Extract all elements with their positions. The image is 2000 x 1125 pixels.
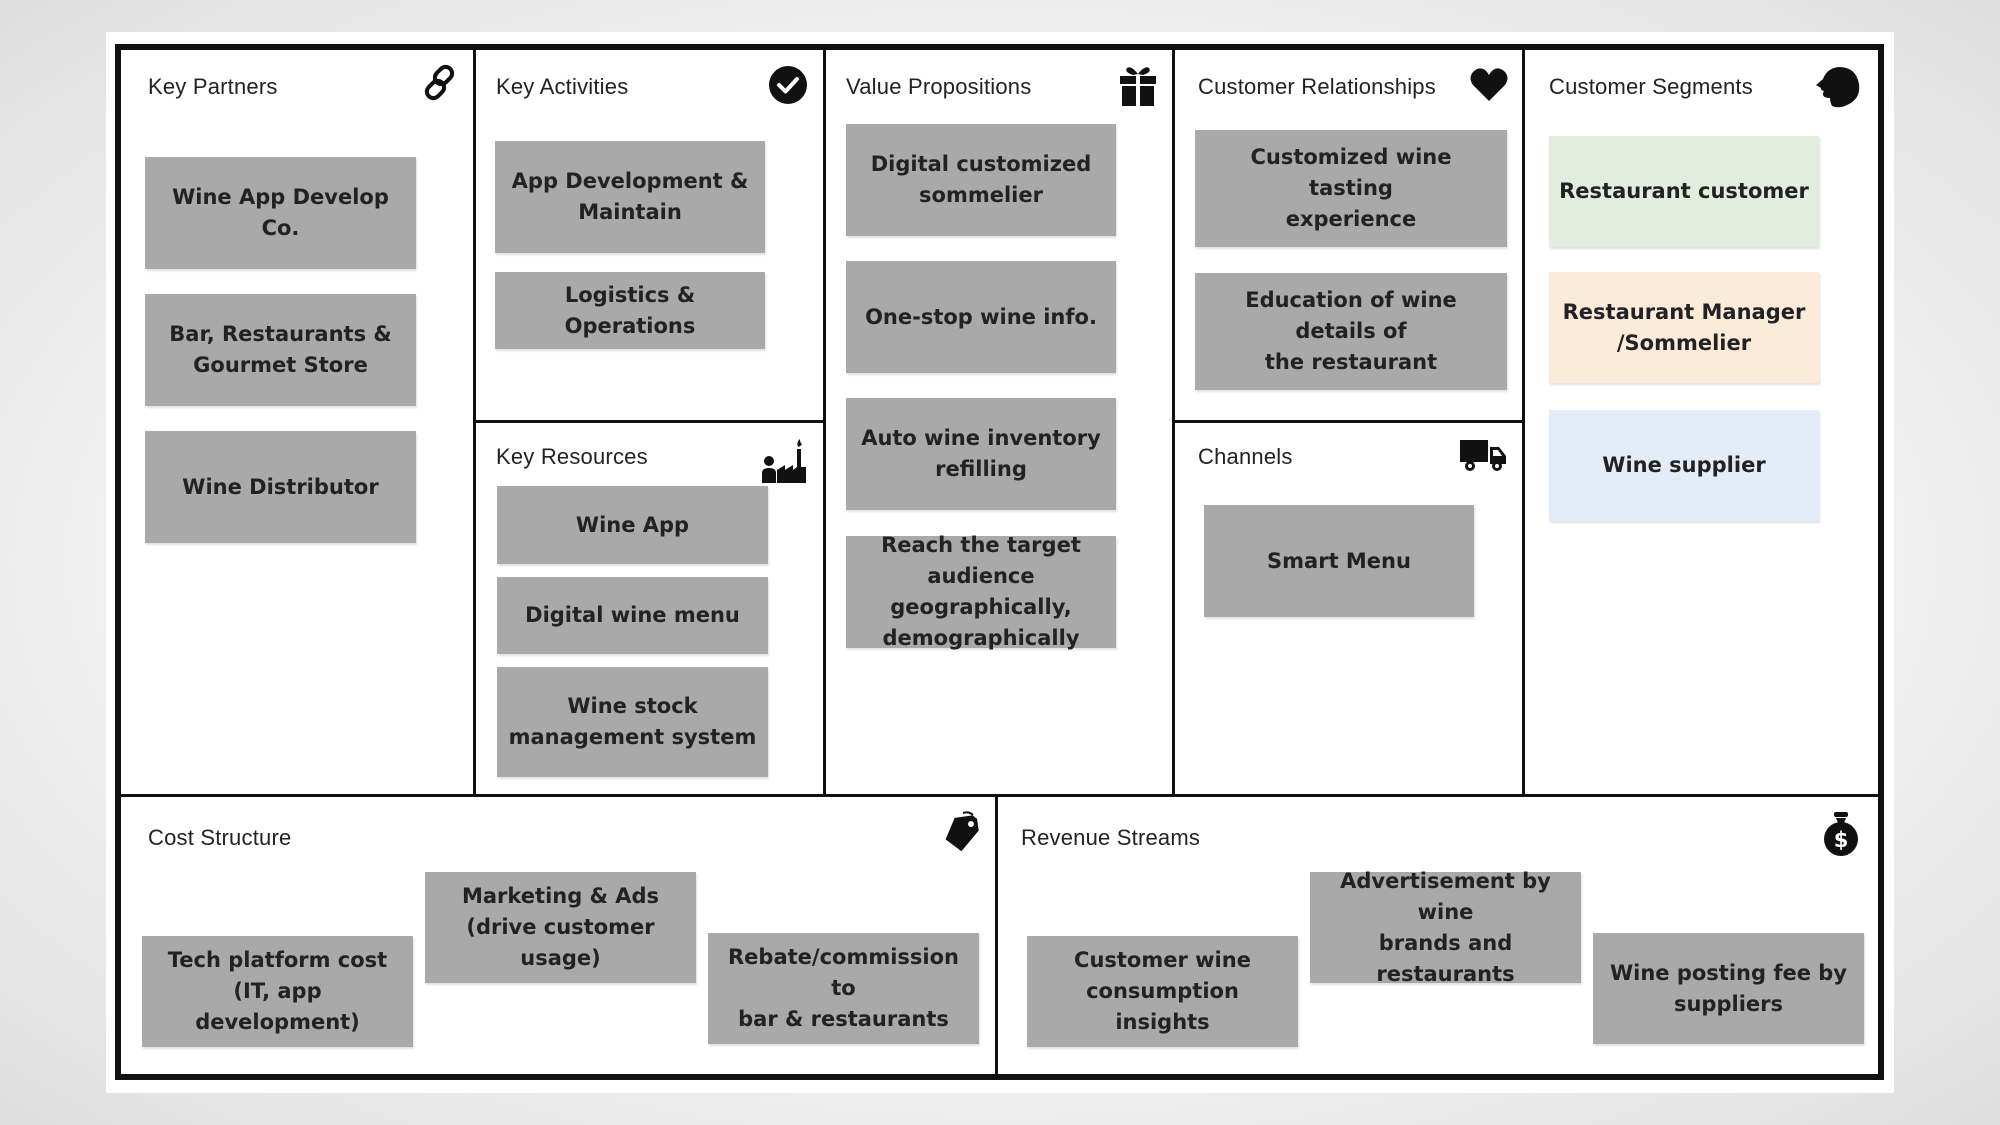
customer-segment-card: Wine supplier	[1549, 410, 1819, 521]
value-proposition-card: One-stop wine info.	[846, 261, 1116, 373]
key-partner-card: Bar, Restaurants & Gourmet Store	[145, 294, 416, 406]
link-icon	[424, 64, 455, 101]
cost-card: Rebate/commission to bar & restaurants	[708, 933, 979, 1044]
revenue-card: Wine posting fee by suppliers	[1593, 933, 1864, 1044]
customer-segments-title: Customer Segments	[1549, 74, 1753, 99]
customer-segment-card: Restaurant customer	[1549, 136, 1819, 247]
customer-relationship-card: Customized wine tasting experience	[1195, 130, 1507, 247]
customer-segment-card: Restaurant Manager /Sommelier	[1549, 272, 1819, 383]
value-proposition-card: Digital customized sommelier	[846, 124, 1116, 236]
price-tag-icon	[945, 811, 979, 852]
key-activity-card: App Development & Maintain	[495, 141, 765, 253]
key-partners-title: Key Partners	[148, 74, 278, 99]
checkmark-circle-icon	[769, 66, 807, 104]
value-proposition-card: Reach the target audience geographically…	[846, 533, 1116, 650]
channels-title: Channels	[1198, 444, 1293, 469]
factory-worker-icon	[762, 439, 806, 483]
svg-text:$: $	[1834, 828, 1849, 852]
value-propositions-title: Value Propositions	[846, 74, 1032, 99]
revenue-streams-title: Revenue Streams	[1021, 825, 1201, 850]
cost-card: Marketing & Ads (drive customer usage)	[425, 872, 696, 983]
key-partner-card: Wine Distributor	[145, 431, 416, 543]
cost-structure-title: Cost Structure	[148, 825, 292, 850]
key-resource-card: Wine stock management system	[497, 667, 768, 777]
cost-card: Tech platform cost (IT, app development)	[142, 936, 413, 1047]
revenue-card: Customer wine consumption insights	[1027, 936, 1298, 1047]
customer-relationships-title: Customer Relationships	[1198, 74, 1436, 99]
divider	[995, 796, 998, 1074]
divider	[473, 420, 825, 423]
key-activities-title: Key Activities	[496, 74, 629, 99]
channel-card: Smart Menu	[1204, 505, 1474, 617]
key-resource-card: Digital wine menu	[497, 577, 768, 654]
customer-relationship-card: Education of wine details of the restaur…	[1195, 273, 1507, 390]
money-bag-icon: $	[1824, 812, 1858, 856]
divider	[1172, 420, 1524, 423]
key-resource-card: Wine App	[497, 486, 768, 564]
truck-icon	[1460, 440, 1506, 471]
gift-icon	[1120, 67, 1156, 106]
heart-icon	[1470, 68, 1508, 101]
person-head-icon	[1816, 67, 1860, 108]
value-proposition-card: Auto wine inventory refilling	[846, 398, 1116, 510]
key-partner-card: Wine App Develop Co.	[145, 157, 416, 269]
revenue-card: Advertisement by wine brands and restaur…	[1310, 869, 1581, 986]
key-resources-title: Key Resources	[496, 444, 648, 469]
key-activity-card: Logistics & Operations	[495, 272, 765, 349]
divider	[121, 794, 1878, 797]
